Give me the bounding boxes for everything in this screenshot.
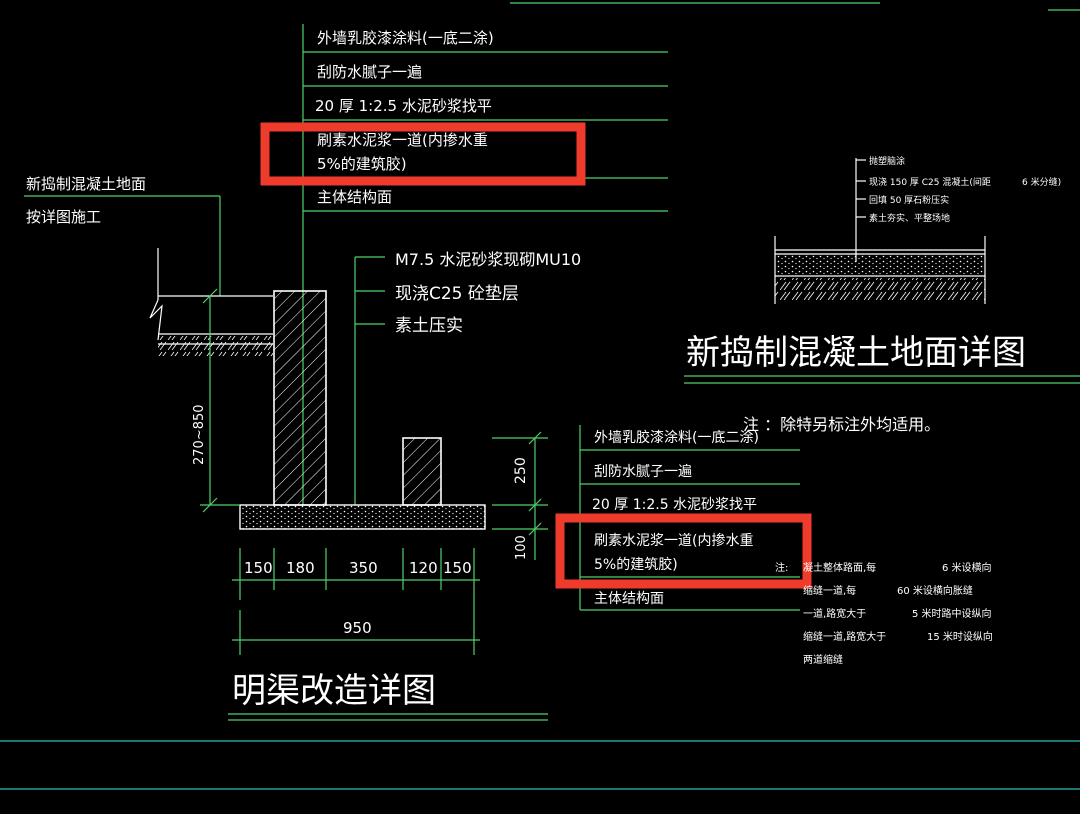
left-note: 新捣制混凝土地面 按详图施工 <box>24 175 221 296</box>
callout-bottom-line-2: 刮防水腻子一遍 <box>594 464 692 480</box>
dim-height-tick-top <box>202 288 218 304</box>
highlight-box-bottom <box>555 513 812 589</box>
general-note: 注 ：除特另标注外均适用。 <box>743 415 940 434</box>
notes-right-r1a: 凝土整体路面,每 <box>803 561 876 574</box>
wall-note-line-2: 现浇C25 砼垫层 <box>395 284 519 304</box>
dim-right-tick-3 <box>528 522 542 536</box>
dim-100-label: 100 <box>514 535 529 560</box>
notes-right-label: 注: <box>775 561 788 574</box>
floor-detail-title: 新捣制混凝土地面详图 <box>686 333 1026 373</box>
callout-bottom-line-5: 主体结构面 <box>594 591 664 607</box>
notes-right-r2b: 60 米设横向胀缝 <box>897 584 973 597</box>
right-wall <box>402 437 442 506</box>
dim-height-label: 270~850 <box>192 404 207 465</box>
dim-250-label: 250 <box>513 457 529 484</box>
floor-detail-line-2b: 6 米分缝) <box>1022 176 1061 188</box>
notes-right-r1b: 6 米设横向 <box>942 561 992 574</box>
callout-top-line-1: 外墙乳胶漆涂料(一底二涂) <box>317 29 494 47</box>
callout-top-line-5: 主体结构面 <box>317 188 392 206</box>
soil-hatch-left <box>158 336 273 356</box>
left-note-line-1: 新捣制混凝土地面 <box>26 175 146 193</box>
callout-bottom-line-4b: 5%的建筑胶) <box>594 556 678 573</box>
floor-soil-layer <box>775 278 985 302</box>
callout-top-line-3: 20 厚 1:2.5 水泥砂浆找平 <box>315 97 492 115</box>
notes-right-r3b: 5 米时路中设纵向 <box>912 607 992 620</box>
channel-section: 270~850 250 100 150 180 350 120 150 950 <box>149 248 548 655</box>
notes-right-r4a: 缩缝一道,路宽大于 <box>803 630 886 643</box>
notes-right-r5: 两道缩缝 <box>803 653 843 666</box>
notes-right-r4b: 15 米时设纵向 <box>927 630 993 643</box>
notes-right-r2a: 缩缝一道,每 <box>803 584 856 597</box>
wall-note: M7.5 水泥砂浆现砌MU10 现浇C25 砼垫层 素土压实 <box>354 250 581 505</box>
dim-right-tick-2 <box>528 498 542 512</box>
main-title: 明渠改造详图 <box>232 671 436 711</box>
callout-bottom-line-1: 外墙乳胶漆涂料(一底二涂) <box>594 429 759 446</box>
dim-150a-label: 150 <box>244 559 273 577</box>
floor-detail: 抛塑脑涂 现浇 150 厚 C25 混凝土(间距 6 米分缝) 回填 50 厚石… <box>684 155 1080 384</box>
dim-120-label: 120 <box>409 559 438 577</box>
callout-bottom-line-4a: 刷素水泥浆一道(内掺水重 <box>594 532 753 549</box>
notes-right: 注: 凝土整体路面,每 6 米设横向 缩缝一道,每 60 米设横向胀缝 一道,路… <box>775 561 993 666</box>
wall-note-line-3: 素土压实 <box>395 316 463 336</box>
left-note-line-2: 按详图施工 <box>26 208 101 226</box>
callout-top: 外墙乳胶漆涂料(一底二涂) 刮防水腻子一遍 20 厚 1:2.5 水泥砂浆找平 … <box>302 24 668 505</box>
floor-detail-line-2: 现浇 150 厚 C25 混凝土(间距 <box>869 176 991 188</box>
left-wall <box>273 290 327 506</box>
callout-top-line-4a: 刷素水泥浆一道(内掺水重 <box>317 131 488 149</box>
callout-bottom: 外墙乳胶漆涂料(一底二涂) 刮防水腻子一遍 20 厚 1:2.5 水泥砂浆找平 … <box>579 425 800 611</box>
floor-detail-line-4: 素土夯实、平整场地 <box>869 212 950 224</box>
callout-top-line-2: 刮防水腻子一遍 <box>317 63 422 81</box>
concrete-base <box>239 504 486 530</box>
highlight-box-top <box>260 122 586 186</box>
floor-detail-line-1: 抛塑脑涂 <box>869 155 905 167</box>
notes-right-r3a: 一道,路宽大于 <box>803 607 866 620</box>
callout-bottom-line-3: 20 厚 1:2.5 水泥砂浆找平 <box>592 497 757 513</box>
break-line <box>149 248 163 341</box>
dim-150b-label: 150 <box>443 559 472 577</box>
callout-top-line-4b: 5%的建筑胶) <box>317 155 407 173</box>
wall-note-line-1: M7.5 水泥砂浆现砌MU10 <box>395 250 581 269</box>
dim-total-label: 950 <box>343 619 372 637</box>
dim-350-label: 350 <box>349 559 378 577</box>
floor-concrete-layer <box>775 254 985 276</box>
dim-180-label: 180 <box>286 559 315 577</box>
floor-detail-line-3: 回填 50 厚石粉压实 <box>869 194 949 206</box>
dim-right-tick-1 <box>528 431 542 445</box>
